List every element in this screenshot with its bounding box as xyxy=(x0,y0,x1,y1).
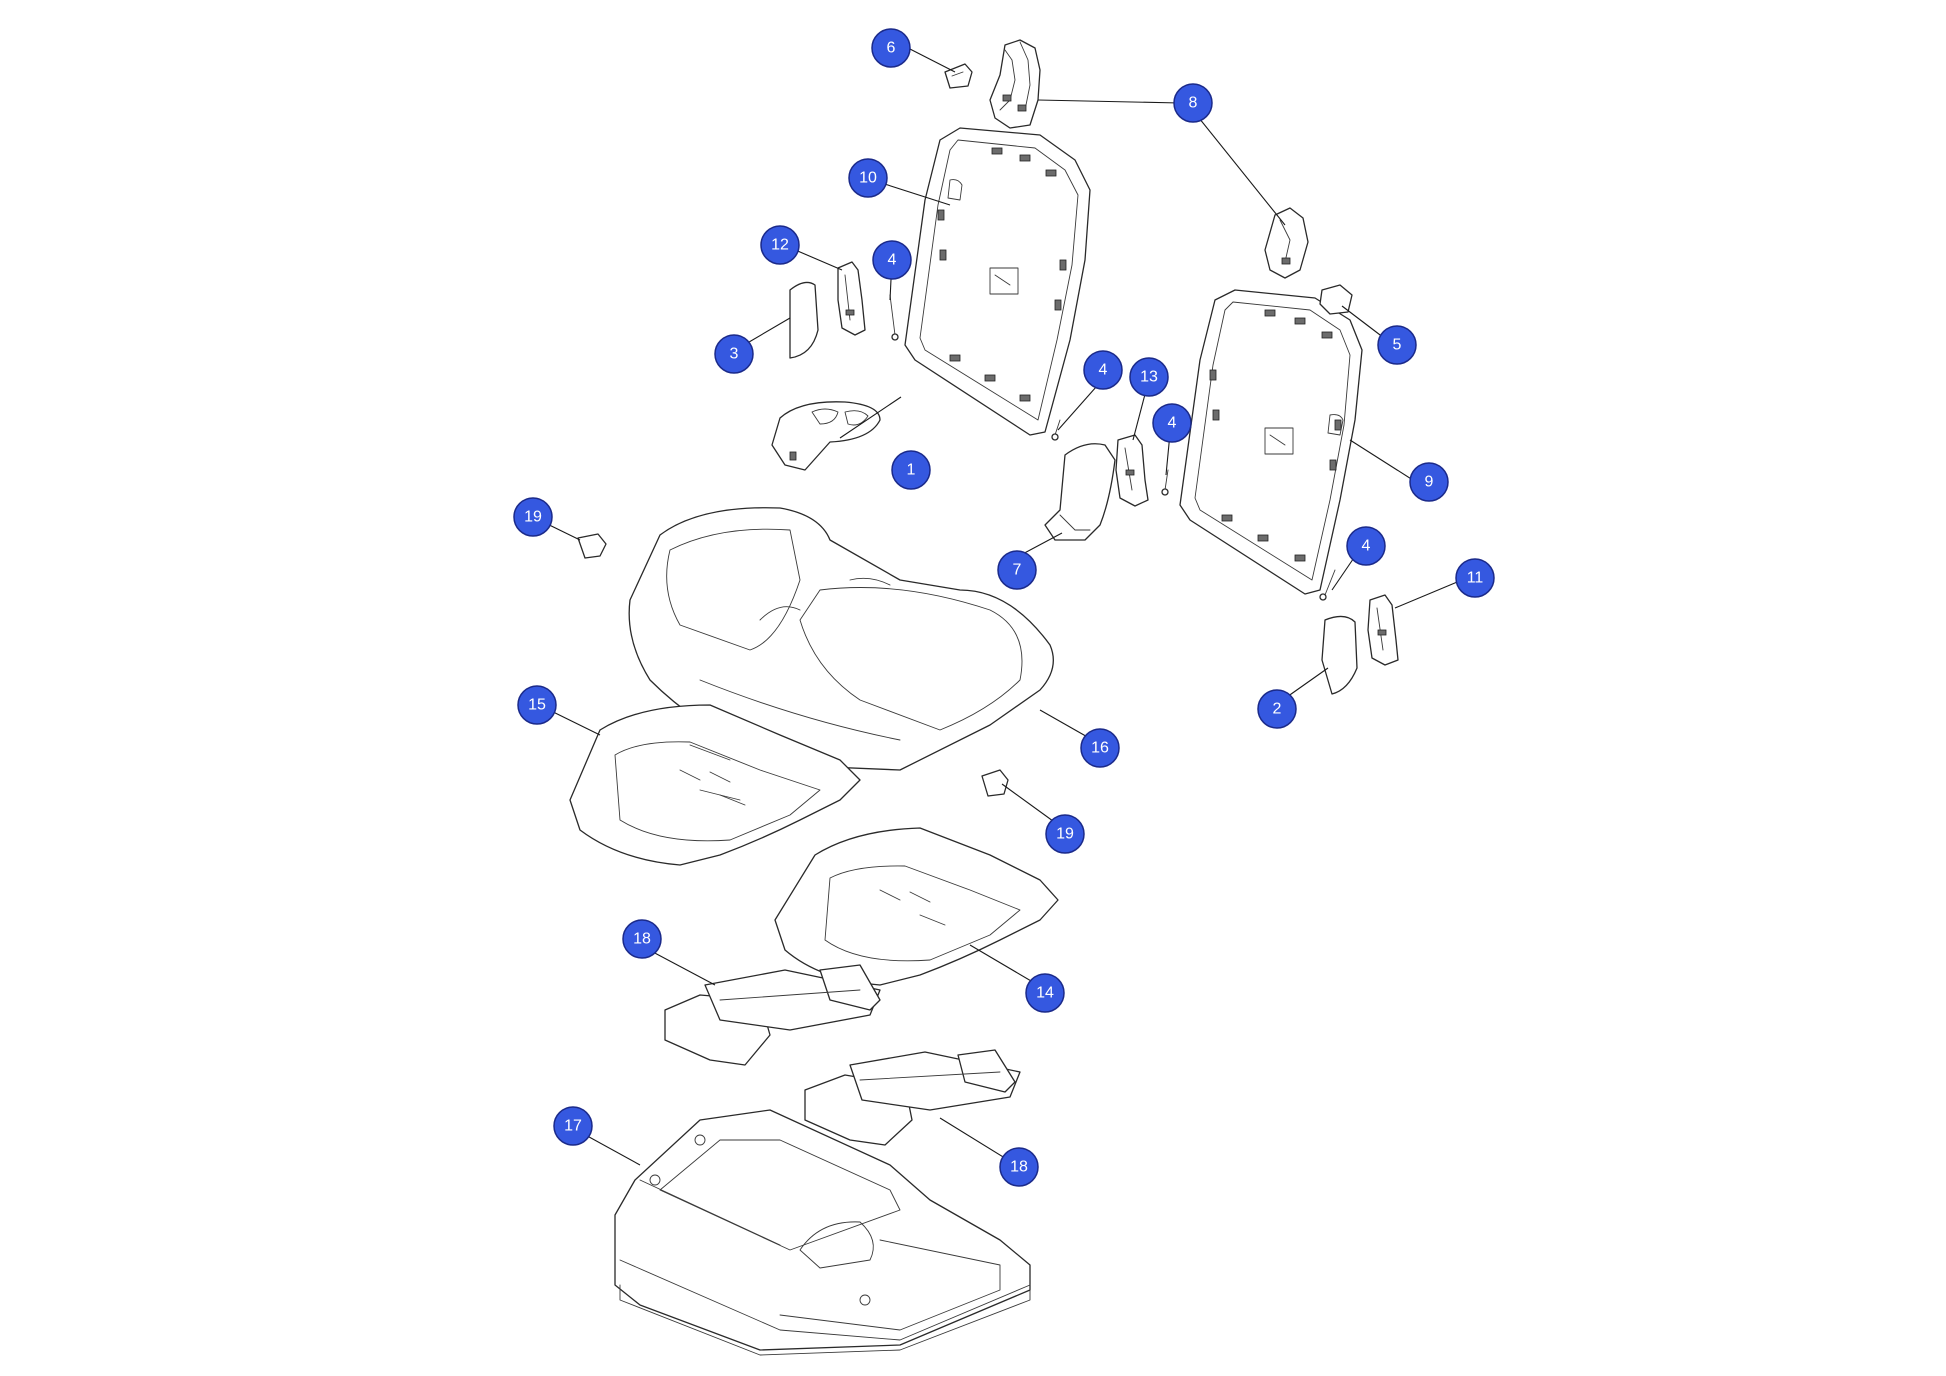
part-13-side-bracket xyxy=(1115,434,1149,507)
callout-11[interactable]: 11 xyxy=(1455,558,1495,598)
part-14-right-seat-cushion-pad xyxy=(774,827,1059,986)
callout-15-label: 15 xyxy=(528,697,546,714)
callout-10[interactable]: 10 xyxy=(848,158,888,198)
callout-11-circle xyxy=(1455,558,1495,598)
callout-18b-label: 18 xyxy=(1010,1159,1028,1176)
part-15-left-seat-cushion-pad xyxy=(569,704,861,866)
callout-9[interactable]: 9 xyxy=(1409,462,1449,502)
part-18-heater-mat-lower xyxy=(804,1049,1021,1146)
callout-19a-label: 19 xyxy=(524,509,542,526)
callout-19a[interactable]: 19 xyxy=(513,497,553,537)
callout-18a-circle xyxy=(622,919,662,959)
callout-4c-circle xyxy=(1152,403,1192,443)
callout-18b[interactable]: 18 xyxy=(999,1147,1039,1187)
callout-3[interactable]: 3 xyxy=(714,334,754,374)
part-18-heater-mat-upper xyxy=(664,964,881,1066)
callout-7-circle xyxy=(997,550,1037,590)
callout-4c-label: 4 xyxy=(1168,415,1177,432)
part-1-armrest-bracket xyxy=(771,401,881,471)
callout-1-label: 1 xyxy=(907,462,916,479)
part-2-trim-cover xyxy=(1321,615,1358,695)
callout-14[interactable]: 14 xyxy=(1025,973,1065,1013)
callout-5[interactable]: 5 xyxy=(1377,325,1417,365)
callout-4a-label: 4 xyxy=(888,252,897,269)
callout-9-label: 9 xyxy=(1425,474,1434,491)
callout-3-label: 3 xyxy=(730,346,739,363)
part-4-screw xyxy=(889,294,1336,601)
callout-4b-circle xyxy=(1083,350,1123,390)
callout-12-label: 12 xyxy=(771,237,789,254)
callout-15-circle xyxy=(517,685,557,725)
callout-10-circle xyxy=(848,158,888,198)
callout-12[interactable]: 12 xyxy=(760,225,800,265)
callout-18a[interactable]: 18 xyxy=(622,919,662,959)
callout-4c[interactable]: 4 xyxy=(1152,403,1192,443)
part-6-clip xyxy=(944,63,973,89)
callout-2-label: 2 xyxy=(1273,701,1282,718)
callout-2-circle xyxy=(1257,689,1297,729)
callout-16-circle xyxy=(1080,728,1120,768)
leader-lines xyxy=(534,47,1463,1169)
callout-17-circle xyxy=(553,1106,593,1146)
part-17-seat-base-frame xyxy=(614,1109,1031,1356)
callout-9-circle xyxy=(1409,462,1449,502)
callout-4a[interactable]: 4 xyxy=(872,240,912,280)
callout-13-circle xyxy=(1129,357,1169,397)
part-8-upper-hinge-bracket xyxy=(989,39,1041,129)
callout-4d[interactable]: 4 xyxy=(1346,526,1386,566)
part-12-side-bracket xyxy=(837,261,866,336)
part-5-clip xyxy=(1319,284,1353,315)
callout-15[interactable]: 15 xyxy=(517,685,557,725)
callout-4b-label: 4 xyxy=(1099,362,1108,379)
callout-2[interactable]: 2 xyxy=(1257,689,1297,729)
callout-6[interactable]: 6 xyxy=(871,28,911,68)
callout-14-label: 14 xyxy=(1036,985,1054,1002)
callout-7[interactable]: 7 xyxy=(997,550,1037,590)
part-11-side-bracket xyxy=(1367,594,1399,666)
part-10-left-seatback-frame xyxy=(904,127,1091,436)
callout-8[interactable]: 8 xyxy=(1173,83,1213,123)
callout-4d-circle xyxy=(1346,526,1386,566)
callout-16-label: 16 xyxy=(1091,740,1109,757)
callout-6-label: 6 xyxy=(887,40,896,57)
part-7-bolster-trim xyxy=(1044,443,1116,541)
callout-4a-circle xyxy=(872,240,912,280)
callout-11-label: 11 xyxy=(1467,570,1484,587)
callout-8-label: 8 xyxy=(1189,95,1198,112)
callout-13-label: 13 xyxy=(1140,369,1158,386)
callout-18a-label: 18 xyxy=(633,931,651,948)
callout-5-circle xyxy=(1377,325,1417,365)
callout-10-label: 10 xyxy=(859,170,877,187)
callout-19a-circle xyxy=(513,497,553,537)
callout-4b[interactable]: 4 xyxy=(1083,350,1123,390)
callout-18b-circle xyxy=(999,1147,1039,1187)
callout-4d-label: 4 xyxy=(1362,538,1371,555)
callout-1-circle xyxy=(891,450,931,490)
callout-3-circle xyxy=(714,334,754,374)
part-3-trim-cover xyxy=(789,281,819,359)
callout-17-label: 17 xyxy=(564,1118,582,1135)
part-8-lower-hinge-bracket xyxy=(1264,207,1309,279)
callout-8-circle xyxy=(1173,83,1213,123)
callout-14-circle xyxy=(1025,973,1065,1013)
callout-13[interactable]: 13 xyxy=(1129,357,1169,397)
callout-1[interactable]: 1 xyxy=(891,450,931,490)
callout-12-circle xyxy=(760,225,800,265)
part-16-seat-cushion-cover xyxy=(628,507,1054,771)
callout-16[interactable]: 16 xyxy=(1080,728,1120,768)
callout-19b-label: 19 xyxy=(1056,826,1074,843)
callout-19b[interactable]: 19 xyxy=(1045,814,1085,854)
callout-17[interactable]: 17 xyxy=(553,1106,593,1146)
callout-7-label: 7 xyxy=(1013,562,1022,579)
callout-5-label: 5 xyxy=(1393,337,1402,354)
part-9-right-seatback-frame xyxy=(1179,289,1363,595)
callout-6-circle xyxy=(871,28,911,68)
callout-19b-circle xyxy=(1045,814,1085,854)
